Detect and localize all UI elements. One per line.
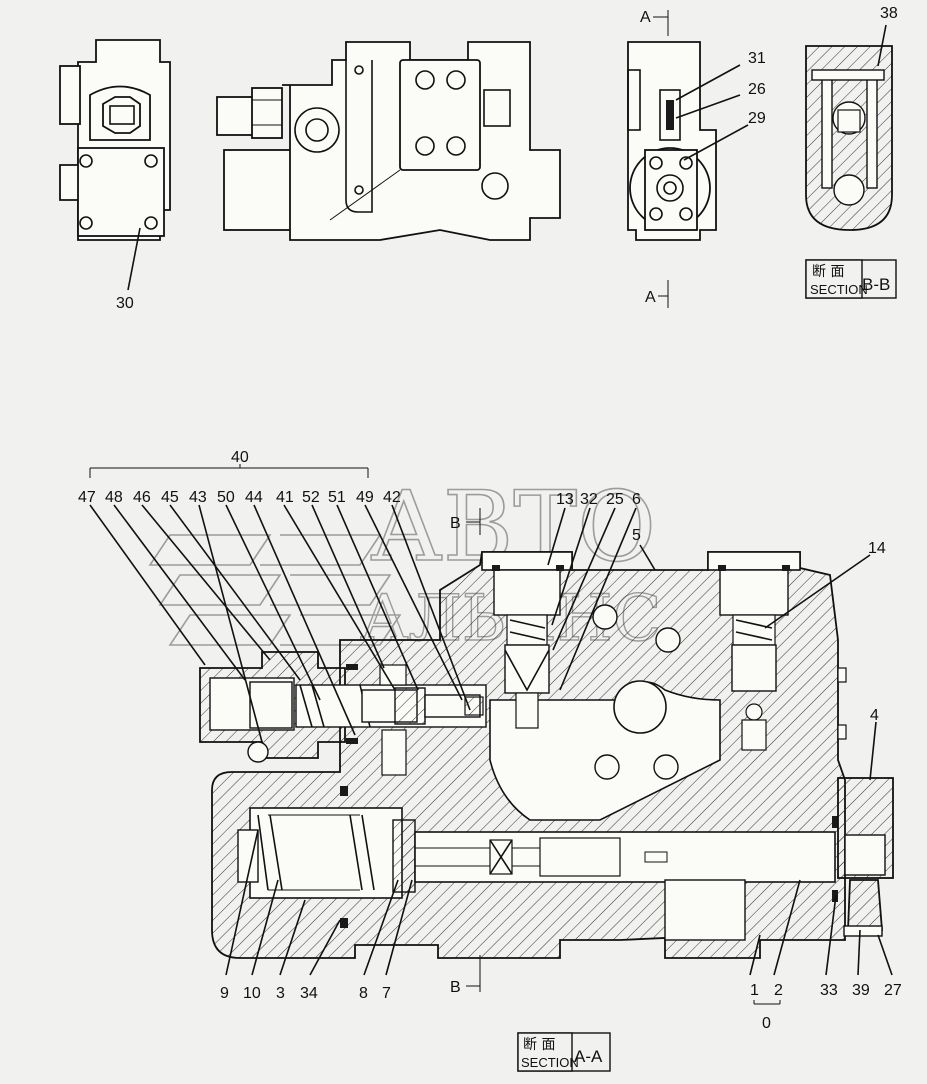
- label-40: 40: [231, 449, 249, 466]
- label-42: 42: [383, 489, 401, 506]
- label-3: 3: [276, 985, 285, 1002]
- label-31: 31: [748, 50, 766, 67]
- label-45: 45: [161, 489, 179, 506]
- view-section-aa: B B: [199, 508, 894, 996]
- label-7: 7: [382, 985, 391, 1002]
- label-27: 27: [884, 982, 902, 999]
- label-2: 2: [774, 982, 783, 999]
- label-9: 9: [220, 985, 229, 1002]
- label-43: 43: [189, 489, 207, 506]
- leader-lines: [89, 464, 893, 1005]
- view-front: 30: [59, 39, 171, 312]
- label-10: 10: [243, 985, 261, 1002]
- label-51: 51: [328, 489, 346, 506]
- section-aa-jp: 断 面: [523, 1037, 555, 1053]
- label-33: 33: [820, 982, 838, 999]
- cut-mark-b-top: B: [450, 515, 461, 532]
- label-30: 30: [116, 295, 134, 312]
- cut-mark-a-bottom: A: [645, 289, 656, 306]
- label-46: 46: [133, 489, 151, 506]
- label-38: 38: [880, 5, 898, 22]
- part-labels: 40 47 48 46 45 43 50 44 41 52 51 49 42 1…: [78, 449, 902, 1032]
- label-52: 52: [302, 489, 320, 506]
- label-47: 47: [78, 489, 96, 506]
- label-34: 34: [300, 985, 318, 1002]
- section-aa-en: SECTION: [521, 1055, 579, 1070]
- label-5: 5: [632, 527, 641, 544]
- cut-mark-b-bottom: B: [450, 979, 461, 996]
- label-13: 13: [556, 491, 574, 508]
- section-bb-label: 断 面 SECTION B-B: [805, 259, 897, 299]
- label-8: 8: [359, 985, 368, 1002]
- label-32: 32: [580, 491, 598, 508]
- label-25: 25: [606, 491, 624, 508]
- view-side: [216, 41, 561, 241]
- section-bb-tag: B-B: [862, 275, 890, 294]
- cut-mark-a-top: A: [640, 9, 651, 26]
- view-section-bb: 38 断 面 SECTION B-B: [805, 5, 898, 299]
- label-49: 49: [356, 489, 374, 506]
- label-26: 26: [748, 81, 766, 98]
- label-1: 1: [750, 982, 759, 999]
- label-6: 6: [632, 491, 641, 508]
- view-end: A A 31 26 29: [627, 9, 766, 308]
- label-44: 44: [245, 489, 263, 506]
- label-50: 50: [217, 489, 235, 506]
- section-aa-label: 断 面 SECTION A-A: [517, 1032, 611, 1072]
- section-aa-tag: A-A: [574, 1047, 603, 1066]
- label-39: 39: [852, 982, 870, 999]
- section-bb-en: SECTION: [810, 282, 868, 297]
- section-bb-jp: 断 面: [812, 264, 844, 280]
- label-41: 41: [276, 489, 294, 506]
- label-4: 4: [870, 707, 879, 724]
- label-14: 14: [868, 540, 886, 557]
- label-48: 48: [105, 489, 123, 506]
- label-0: 0: [762, 1015, 771, 1032]
- label-29: 29: [748, 110, 766, 127]
